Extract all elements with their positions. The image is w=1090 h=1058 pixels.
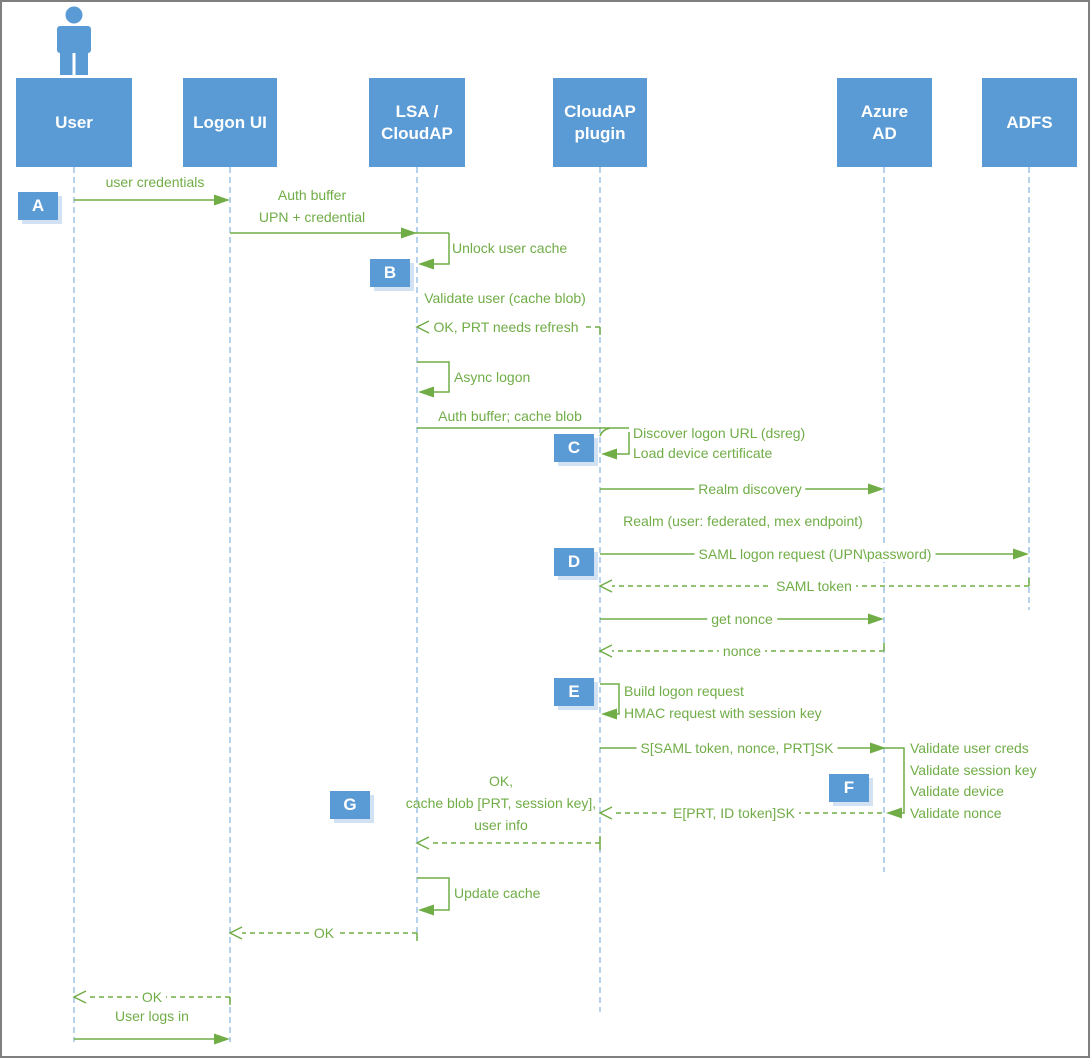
msg-validate-nonce: Validate nonce: [910, 805, 1002, 821]
actor-logon-ui: Logon UI: [183, 78, 277, 167]
badge-f: F: [829, 774, 869, 802]
msg-validate-user: Validate user (cache blob): [424, 290, 586, 306]
msg-discover-logon-url: Discover logon URL (dsreg): [633, 425, 806, 441]
arrow-build-logon-request: [600, 683, 620, 720]
msg-unlock-user-cache: Unlock user cache: [452, 240, 568, 256]
arrow-update-cache: [417, 877, 450, 916]
badge-c: C: [554, 434, 594, 462]
msg-load-device-cert: Load device certificate: [633, 445, 773, 461]
msg-user-credentials: user credentials: [105, 174, 205, 190]
actor-label: CloudAP: [564, 102, 636, 122]
msg-ok-prt-refresh: OK, PRT needs refresh: [429, 319, 583, 335]
msg-ok-to-logon-ui: OK: [309, 925, 339, 941]
msg-auth-buffer-cache-blob: Auth buffer; cache blob: [438, 408, 582, 424]
msg-user-logs-in: User logs in: [115, 1008, 189, 1024]
msg-auth-buffer: Auth buffer: [277, 187, 347, 203]
msg-build-logon-request: Build logon request: [624, 683, 744, 699]
arrow-ok-to-logon-ui: [228, 926, 418, 941]
arrow-user-credentials: [74, 194, 230, 206]
msg-ok-to-user: OK: [137, 989, 167, 1005]
msg-validate-user-creds: Validate user creds: [910, 740, 1029, 756]
actor-adfs: ADFS: [982, 78, 1077, 167]
msg-hmac-request: HMAC request with session key: [624, 705, 822, 721]
actor-label: Logon UI: [193, 112, 267, 132]
actor-label: Azure: [860, 102, 909, 122]
msg-saml-token: SAML token: [772, 578, 856, 594]
msg-get-nonce: get nonce: [707, 611, 777, 627]
arrow-unlock-user-cache: [418, 233, 450, 270]
arrow-auth-buffer-cache-blob: [417, 427, 629, 437]
actor-label: User: [55, 112, 93, 132]
actor-lsa-cloudap: LSA /CloudAP: [369, 78, 465, 167]
arrow-user-logs-in: [74, 1033, 230, 1045]
msg-realm-discovery: Realm discovery: [694, 481, 806, 497]
msg-ok-cache-line1: OK,: [488, 773, 514, 789]
msg-e-prt-id-token: E[PRT, ID token]SK: [669, 805, 799, 821]
msg-saml-logon-request: SAML logon request (UPN\password): [694, 546, 936, 562]
msg-validate-device: Validate device: [910, 783, 1004, 799]
arrow-ok-cache-blob: [415, 836, 601, 850]
msg-upn-credential: UPN + credential: [258, 209, 366, 225]
badge-b: B: [370, 259, 410, 287]
msg-validate-session-key: Validate session key: [910, 762, 1037, 778]
msg-nonce: nonce: [718, 643, 766, 659]
msg-ok-cache-line2: cache blob [PRT, session key],: [405, 795, 597, 811]
msg-update-cache: Update cache: [454, 885, 541, 901]
badge-e: E: [554, 678, 594, 706]
actor-label: LSA /: [395, 102, 439, 122]
badge-a: A: [18, 192, 58, 220]
person-icon: [54, 6, 94, 76]
message-arrows: [72, 194, 1030, 1045]
msg-async-logon: Async logon: [454, 369, 531, 385]
badge-g: G: [330, 791, 370, 819]
msg-realm-response: Realm (user: federated, mex endpoint): [623, 513, 863, 529]
actor-user: User: [16, 78, 132, 167]
arrow-auth-buffer: [230, 227, 449, 239]
arrow-discover-load-cert: [601, 432, 630, 460]
msg-ok-cache-line3: user info: [474, 817, 528, 833]
msg-s-saml-token: S[SAML token, nonce, PRT]SK: [636, 740, 838, 756]
lifelines: [73, 167, 1030, 1042]
badge-d: D: [554, 548, 594, 576]
arrow-async-logon: [417, 361, 450, 398]
actor-label: ADFS: [1006, 112, 1053, 132]
